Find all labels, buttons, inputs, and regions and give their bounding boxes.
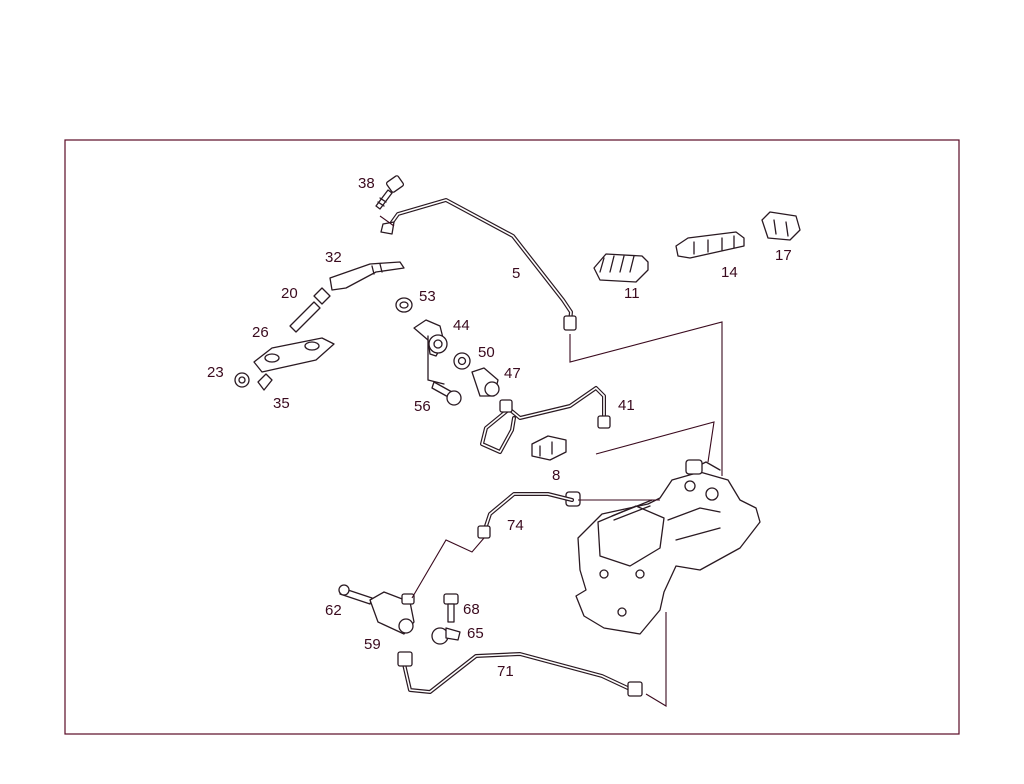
label-23: 23 (207, 364, 224, 381)
part-50-washer (453, 352, 471, 370)
part-23-fitting (234, 372, 250, 388)
part-17-clip (761, 211, 801, 241)
part-5-pipe (380, 198, 577, 331)
label-47: 47 (504, 365, 521, 382)
part-32-bracket (329, 261, 405, 291)
part-20-injector (289, 287, 331, 333)
diagram-frame (64, 139, 960, 735)
part-35-seal (257, 373, 273, 391)
label-26: 26 (252, 324, 269, 341)
label-5: 5 (512, 265, 520, 282)
label-44: 44 (453, 317, 470, 334)
label-11: 11 (624, 285, 640, 302)
part-56-screw (431, 381, 462, 406)
label-62: 62 (325, 602, 342, 619)
label-32: 32 (325, 249, 342, 266)
part-47-fitting (471, 367, 500, 397)
part-8-clip (531, 435, 567, 461)
label-59: 59 (364, 636, 381, 653)
label-65: 65 (467, 625, 484, 642)
label-53: 53 (419, 288, 436, 305)
part-59-damper (369, 591, 415, 635)
part-14-clip (675, 231, 745, 259)
part-41-pipe (480, 386, 611, 454)
label-56: 56 (414, 398, 431, 415)
label-50: 50 (478, 344, 495, 361)
part-74-pipe (477, 492, 574, 539)
part-26-gasket (253, 337, 335, 373)
label-20: 20 (281, 285, 298, 302)
fuel-distributor-assembly (565, 459, 761, 635)
part-53-oring (395, 297, 413, 313)
part-68-screw (443, 593, 459, 623)
part-65-clamp (431, 627, 461, 645)
label-71: 71 (497, 663, 514, 680)
label-17: 17 (775, 247, 792, 264)
label-41: 41 (618, 397, 635, 414)
part-38-bolt (375, 175, 405, 210)
part-62-bolt (338, 584, 373, 605)
label-8: 8 (552, 467, 560, 484)
label-14: 14 (721, 264, 738, 281)
part-71-pipe (397, 651, 643, 697)
label-74: 74 (507, 517, 524, 534)
leader-lines (379, 215, 723, 707)
part-11-clip (593, 253, 649, 283)
label-38: 38 (358, 175, 375, 192)
label-35: 35 (273, 395, 290, 412)
label-68: 68 (463, 601, 480, 618)
part-44-valve (413, 319, 448, 385)
